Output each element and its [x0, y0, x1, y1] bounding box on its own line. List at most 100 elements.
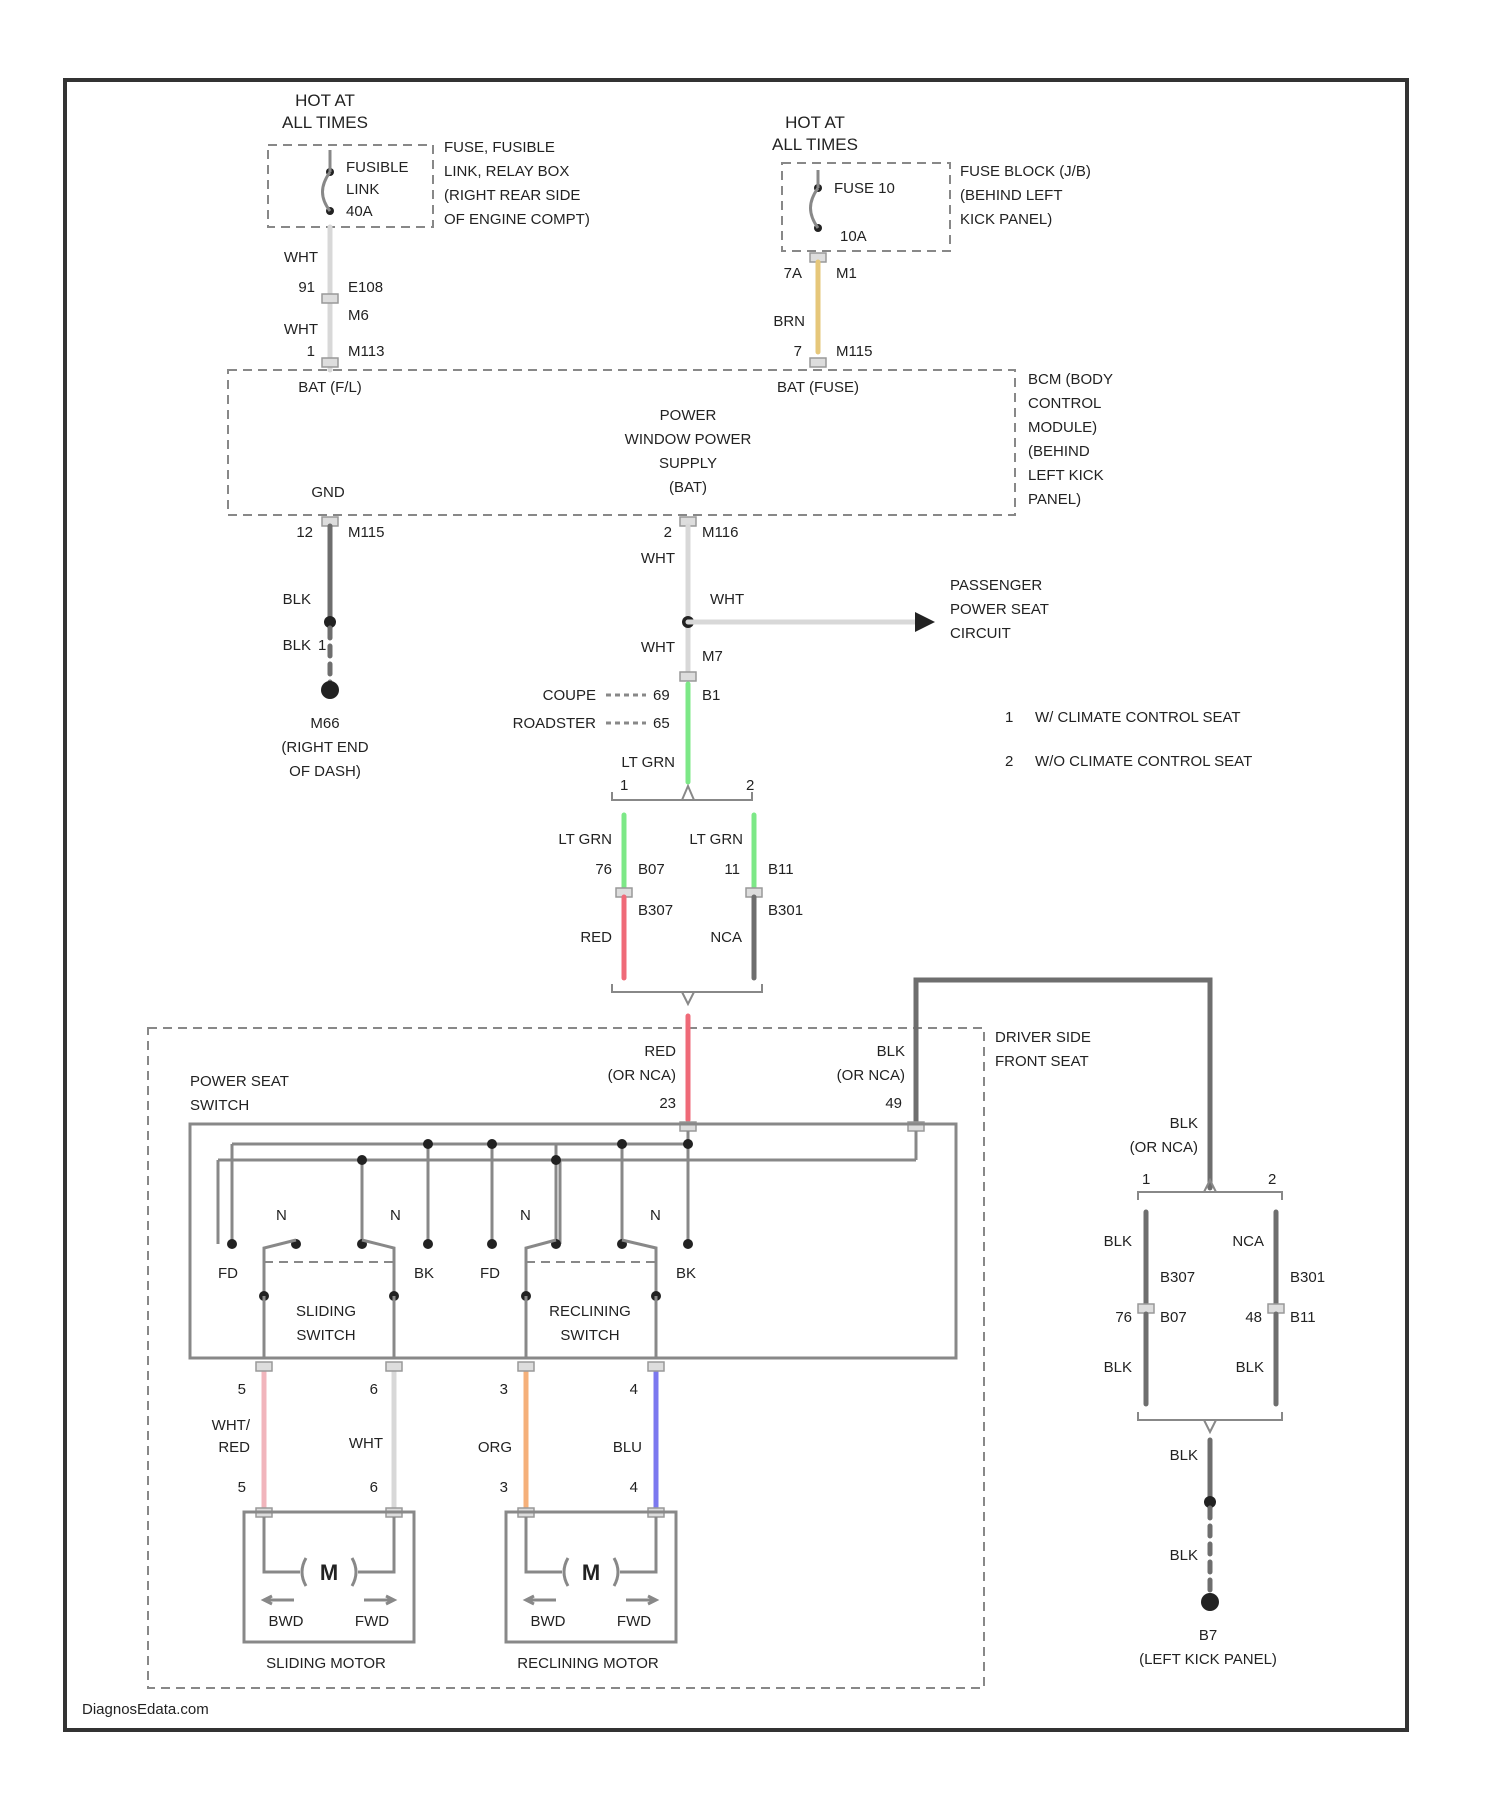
- fuse-conn-m1: M1: [836, 265, 857, 282]
- variant-leaders: [606, 695, 646, 723]
- wire-seat-gnd: [916, 980, 1210, 1188]
- gnd-wire2: BLK: [283, 637, 311, 654]
- recline-pin-bot-4: 4: [630, 1479, 638, 1496]
- sliding-term-bk: BK: [414, 1265, 434, 1282]
- feed-branch-to-1: PASSENGER: [950, 577, 1042, 594]
- b7-right-conn: B11: [1290, 1309, 1316, 1326]
- switch-ground-taps: [362, 1160, 560, 1244]
- gnd-name: M66: [310, 715, 339, 732]
- bcm-function-3: SUPPLY: [659, 455, 717, 472]
- b7-name: B7: [1199, 1627, 1217, 1644]
- feed-conn: M116: [702, 524, 738, 541]
- sliding-switch-1: SLIDING: [296, 1303, 356, 1320]
- b7-left-conn: B07: [1160, 1309, 1187, 1326]
- recline-pin-top-3: 3: [500, 1381, 508, 1398]
- fusible-name-2: LINK: [346, 181, 379, 198]
- split-right-out-wire: NCA: [710, 929, 742, 946]
- bcm-desc-5: LEFT KICK: [1028, 467, 1104, 484]
- seat-gnd-wire-1: BLK: [877, 1043, 905, 1060]
- fusible-desc-2: LINK, RELAY BOX: [444, 163, 569, 180]
- seat-title-1: DRIVER SIDE: [995, 1029, 1091, 1046]
- fusible-conn-e108: E108: [348, 279, 383, 296]
- split-left-wire: LT GRN: [558, 831, 612, 848]
- b7-right-pin: 48: [1245, 1309, 1262, 1326]
- bcm-function-4: (BAT): [669, 479, 707, 496]
- recline-wire-1: ORG: [478, 1439, 512, 1456]
- branch-arrow: [915, 612, 935, 632]
- feed-pin-roadster: 65: [653, 715, 670, 732]
- fuse-name-2: 10A: [840, 228, 867, 245]
- b7-left-wire-top: BLK: [1104, 1233, 1132, 1250]
- motor-conn-top: [256, 1362, 272, 1371]
- switch-title-1: POWER SEAT: [190, 1073, 289, 1090]
- b7-wire1: BLK: [1170, 1447, 1198, 1464]
- fusible-wire2: WHT: [284, 321, 318, 338]
- b7-left-wire-bottom: BLK: [1104, 1359, 1132, 1376]
- legend-text-2: W/O CLIMATE CONTROL SEAT: [1035, 753, 1252, 770]
- feed-pin: 2: [664, 524, 672, 541]
- feed-pin-coupe: 69: [653, 687, 670, 704]
- ground-b7-circuit: BLK (OR NCA) 1 2 BLK NCA B307 B301 76 B0…: [1104, 1115, 1325, 1668]
- split-left-conn: B07: [638, 861, 665, 878]
- reclining-n-1: N: [520, 1207, 531, 1224]
- feed-wire3: LT GRN: [621, 754, 675, 771]
- fuse-pin-m1: 7A: [784, 265, 802, 282]
- sliding-term-fd: FD: [218, 1265, 238, 1282]
- bcm-desc-4: (BEHIND: [1028, 443, 1090, 460]
- bus-node-2: [487, 1139, 497, 1149]
- bus-node-4: [683, 1139, 693, 1149]
- gnd-desc-2: OF DASH): [289, 763, 361, 780]
- ground-b7-symbol: [1201, 1593, 1219, 1611]
- motor-conn-top: [518, 1362, 534, 1371]
- driver-front-seat: DRIVER SIDE FRONT SEAT POWER SEAT SWITCH…: [148, 980, 1210, 1688]
- split-right-wire: LT GRN: [689, 831, 743, 848]
- bcm-desc-6: PANEL): [1028, 491, 1081, 508]
- reclining-motor-label: RECLINING MOTOR: [517, 1655, 659, 1672]
- fusible-wire1: WHT: [284, 249, 318, 266]
- option-bracket-bottom: [612, 984, 762, 1004]
- b7-right-wire-top: NCA: [1232, 1233, 1264, 1250]
- contact-dot: [487, 1239, 497, 1249]
- ground-m66-circuit: 12 M115 BLK BLK 1 M66 (RIGHT END OF DASH…: [281, 517, 384, 780]
- split-right-conn: B11: [768, 861, 794, 878]
- fuse-hot-line2: ALL TIMES: [772, 135, 858, 154]
- seat-gnd-pin: 49: [885, 1095, 902, 1112]
- bcm-desc-2: CONTROL: [1028, 395, 1101, 412]
- fuse-block: HOT AT ALL TIMES FUSE 10 10A FUSE BLOCK …: [772, 113, 1091, 367]
- feed-wire2: WHT: [641, 639, 675, 656]
- feed-conn-m7: M7: [702, 648, 723, 665]
- seat-title-2: FRONT SEAT: [995, 1053, 1089, 1070]
- slide-wire-2: WHT: [349, 1435, 383, 1452]
- split-left-out-wire: RED: [580, 929, 612, 946]
- b7-wire2: BLK: [1170, 1547, 1198, 1564]
- motor-conn-top: [386, 1362, 402, 1371]
- bus-node-6: [551, 1155, 561, 1165]
- b7-right-conn2: B301: [1290, 1269, 1325, 1286]
- feed-branch-to-3: CIRCUIT: [950, 625, 1011, 642]
- b7-right-wire-bottom: BLK: [1236, 1359, 1264, 1376]
- contact-dot: [423, 1239, 433, 1249]
- reclining-switch-2: SWITCH: [560, 1327, 619, 1344]
- bcm-desc-1: BCM (BODY: [1028, 371, 1113, 388]
- contact-dot: [227, 1239, 237, 1249]
- feed-conn-b1: B1: [702, 687, 720, 704]
- gnd-desc-1: (RIGHT END: [281, 739, 368, 756]
- contact-dot: [683, 1239, 693, 1249]
- bcm-pin-bat-fuse: BAT (FUSE): [777, 379, 859, 396]
- reclining-fwd: FWD: [617, 1613, 651, 1630]
- b7-opt1: 1: [1142, 1171, 1150, 1188]
- fusible-desc-4: OF ENGINE COMPT): [444, 211, 590, 228]
- feed-roadster: ROADSTER: [513, 715, 597, 732]
- slide-pin-bot-5: 5: [238, 1479, 246, 1496]
- feed-opt1: 1: [620, 777, 628, 794]
- bcm-function-2: WINDOW POWER: [625, 431, 752, 448]
- sliding-fwd: FWD: [355, 1613, 389, 1630]
- reclining-switch-1: RECLINING: [549, 1303, 631, 1320]
- fusible-link-symbol: [323, 150, 331, 211]
- fusible-conn-m113: M113: [348, 343, 384, 360]
- bus-node-3: [617, 1139, 627, 1149]
- fuse-hot-line1: HOT AT: [785, 113, 845, 132]
- split-connectors: LT GRN LT GRN 76 B07 11 B11 B307 B301 RE…: [558, 815, 803, 1004]
- fusible-name-1: FUSIBLE: [346, 159, 409, 176]
